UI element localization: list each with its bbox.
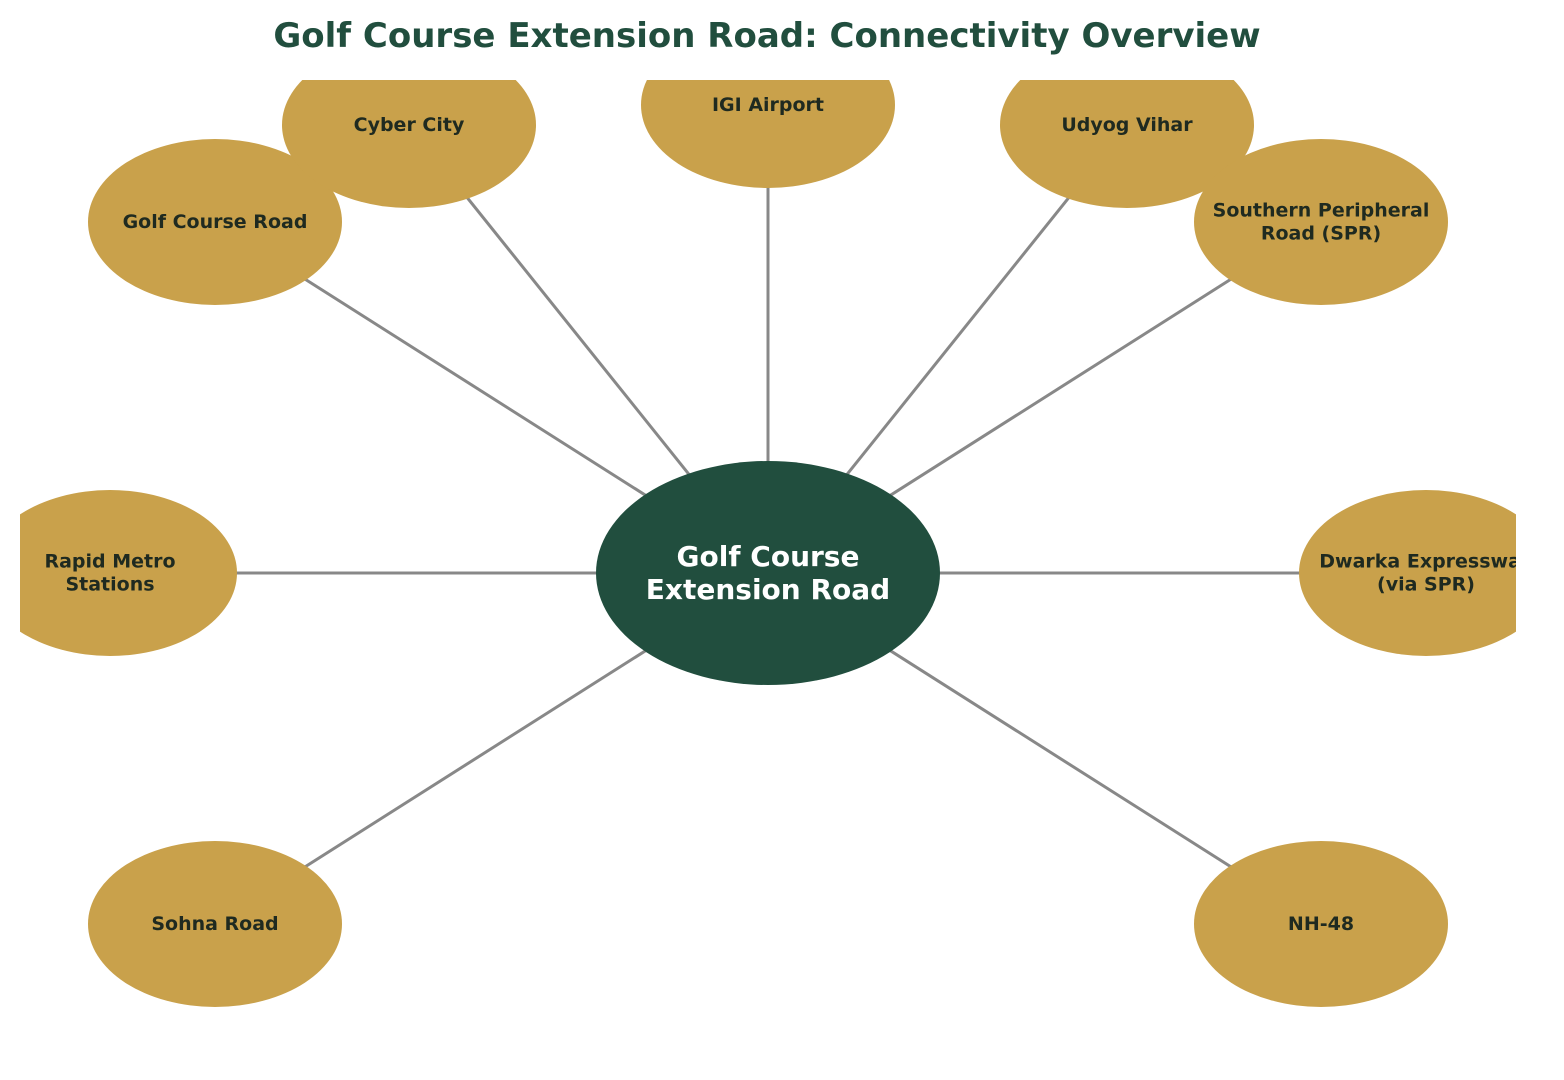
center-node-label-line-2: Extension Road [646, 573, 890, 606]
diagram-title: Golf Course Extension Road: Connectivity… [273, 16, 1260, 56]
node-spr-label-line-2: Road (SPR) [1261, 223, 1381, 245]
node-rapid-metro-ellipse [20, 490, 237, 656]
node-dwarka-expressway: Dwarka Expressway(via SPR) [1299, 490, 1533, 656]
center-node-ellipse [596, 461, 940, 685]
center-node-label-line-1: Golf Course [677, 540, 860, 573]
node-dwarka-expressway-ellipse [1299, 490, 1516, 656]
node-dwarka-expressway-label-line-2: (via SPR) [1377, 574, 1475, 596]
node-rapid-metro-label-line-2: Stations [65, 574, 154, 596]
node-cyber-city-label-line-1: Cyber City [354, 114, 465, 136]
node-igi-airport-label-line-1: IGI Airport [712, 94, 824, 116]
node-nh-48-ellipse [1194, 841, 1448, 1007]
node-golf-course-road-ellipse [88, 139, 342, 305]
node-spr-label-line-1: Southern Peripheral [1213, 200, 1430, 222]
node-rapid-metro-label-line-1: Rapid Metro [44, 551, 175, 573]
node-udyog-vihar-label-line-1: Udyog Vihar [1061, 114, 1193, 136]
node-dwarka-expressway-label-line-1: Dwarka Expressway [1319, 551, 1533, 573]
node-udyog-vihar: Udyog Vihar [1000, 80, 1254, 208]
node-udyog-vihar-ellipse [1000, 80, 1254, 208]
node-igi-airport-ellipse [641, 80, 895, 188]
node-cyber-city: Cyber City [282, 80, 536, 208]
node-igi-airport: IGI Airport [641, 80, 895, 188]
node-nh-48-label-line-1: NH-48 [1288, 913, 1354, 935]
node-cyber-city-ellipse [282, 80, 536, 208]
node-spr-ellipse [1194, 139, 1448, 305]
node-golf-course-road-label-line-1: Golf Course Road [123, 211, 308, 233]
node-nh-48: NH-48 [1194, 841, 1448, 1007]
node-sohna-road-ellipse [88, 841, 342, 1007]
node-sohna-road: Sohna Road [88, 841, 342, 1007]
node-sohna-road-label-line-1: Sohna Road [151, 913, 278, 935]
node-golf-course-road: Golf Course Road [88, 139, 342, 305]
